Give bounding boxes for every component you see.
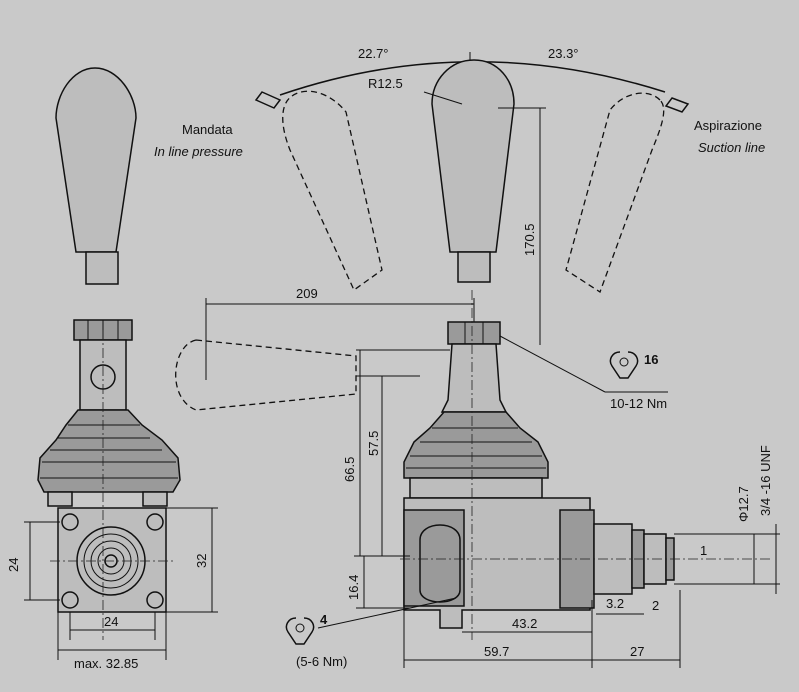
dim-handle-height: 170.5 [522,223,537,256]
dim-radius: R12.5 [368,76,403,91]
dim-overall-length: 59.7 [484,644,509,659]
dim-port-offset: 3.2 [606,596,624,611]
left-view [24,67,218,660]
dim-angle-left: 22.7° [358,46,389,61]
side-nut [447,321,501,345]
dim-max-width: max. 32.85 [74,656,138,671]
delivery-label-it: Mandata [182,122,233,137]
dim-lever-length: 209 [296,286,318,301]
dim-body-length: 43.2 [512,616,537,631]
horizontal-dashed-knob [175,339,357,411]
left-dashed-knob [282,90,383,291]
left-base-flange [57,507,167,613]
torque-base-value: (5-6 Nm) [296,654,347,669]
swing-arc-view [254,52,690,345]
dim-base-width: 24 [104,614,118,629]
dim-base-height-right: 32 [194,554,209,568]
port-2-label: 2 [652,598,659,613]
dim-port-thread: 3/4 -16 UNF [758,445,773,516]
dim-height-body: 57.5 [366,431,381,456]
delivery-arrow [254,91,282,109]
center-knob [431,59,515,253]
dim-fitting-length: 27 [630,644,644,659]
right-dashed-knob [565,92,665,293]
dim-base-height: 24 [6,558,21,572]
dim-port-diameter: Φ12.7 [736,486,751,522]
torque-base-callout: 4 [320,612,328,627]
suction-label-it: Aspirazione [694,118,762,133]
side-stem [440,343,508,413]
left-boot [37,409,181,493]
wrench-icon-base [285,617,315,645]
torque-nut-callout: 16 [644,352,658,367]
dim-height-base: 16.4 [346,575,361,600]
left-knob [55,67,137,253]
port-1-label: 1 [700,543,707,558]
suction-arrow [664,97,690,113]
torque-nut-value: 10-12 Nm [610,396,667,411]
left-knob-stem [85,251,119,285]
side-port-housing [403,509,465,607]
wrench-icon-nut [609,351,639,379]
dim-height-total: 66.5 [342,457,357,482]
dim-angle-right: 23.3° [548,46,579,61]
suction-label-en: Suction line [698,140,765,155]
side-view [175,290,780,668]
delivery-label-en: In line pressure [154,144,243,159]
